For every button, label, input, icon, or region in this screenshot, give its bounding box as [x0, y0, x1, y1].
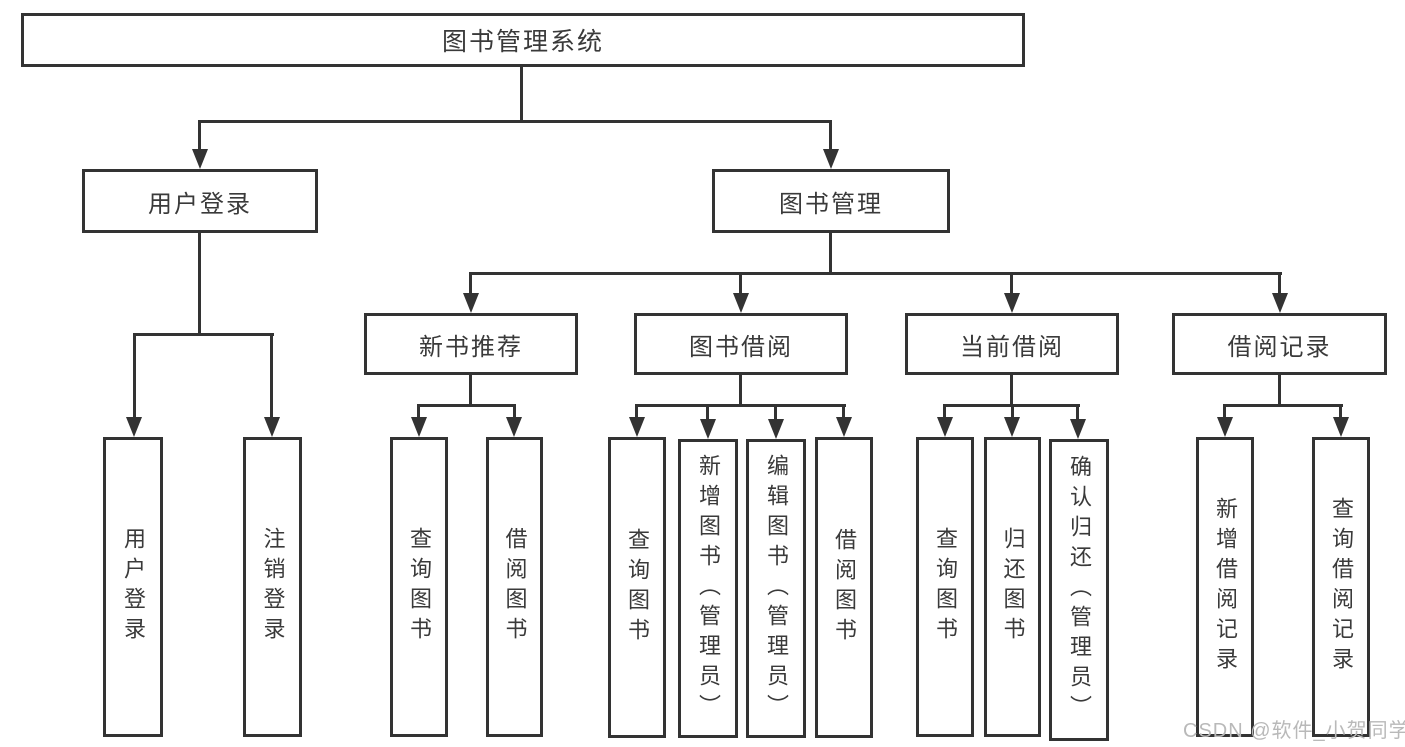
- node-root-label: 图书管理系统: [441, 28, 604, 56]
- arrow-down-icon: [192, 149, 208, 169]
- leaf-borrow-edit-books-admin: 编辑图书（管理员）: [746, 439, 806, 738]
- arrow-down-icon: [264, 417, 280, 437]
- node-book-borrow-label: 图书借阅: [689, 333, 793, 361]
- leaf-newbook-query-books: 查询图书: [390, 437, 448, 737]
- arrow-down-icon: [1217, 417, 1233, 437]
- node-user-login-label: 用户登录: [148, 190, 252, 218]
- connector-line: [198, 120, 832, 123]
- connector-line: [1223, 404, 1343, 407]
- connector-line: [513, 404, 516, 419]
- node-root: 图书管理系统: [21, 13, 1025, 67]
- leaf-current-confirm-return-admin: 确认归还（管理员）: [1049, 439, 1109, 741]
- arrow-down-icon: [768, 419, 784, 439]
- connector-line: [829, 120, 832, 150]
- leaf-user-login: 用户登录: [103, 437, 163, 737]
- watermark: CSDN @软件_小贺同学: [1183, 720, 1405, 742]
- leaf-current-query-books: 查询图书: [916, 437, 974, 737]
- leaf-logout: 注销登录: [243, 437, 302, 737]
- leaf-user-login-label: 用户登录: [121, 527, 146, 647]
- arrow-down-icon: [1272, 293, 1288, 313]
- arrow-down-icon: [463, 293, 479, 313]
- connector-line: [1278, 272, 1281, 295]
- arrow-down-icon: [411, 417, 427, 437]
- node-borrow-records: 借阅记录: [1172, 313, 1387, 375]
- connector-line: [133, 333, 136, 419]
- arrow-down-icon: [506, 417, 522, 437]
- connector-line: [635, 404, 846, 407]
- connector-line: [270, 333, 273, 419]
- connector-line: [1223, 404, 1226, 419]
- node-borrow-records-label: 借阅记录: [1227, 333, 1332, 361]
- node-current-borrow: 当前借阅: [905, 313, 1119, 375]
- arrow-down-icon: [1004, 417, 1020, 437]
- leaf-borrow-add-books-admin-label: 新增图书（管理员）: [696, 453, 721, 724]
- connector-line: [1339, 404, 1342, 419]
- arrow-down-icon: [836, 417, 852, 437]
- leaf-borrow-add-books-admin: 新增图书（管理员）: [678, 439, 738, 738]
- connector-line: [943, 404, 946, 419]
- leaf-current-return-books-label: 归还图书: [1000, 527, 1026, 647]
- connector-line: [635, 404, 638, 419]
- leaf-records-add-record: 新增借阅记录: [1196, 437, 1254, 737]
- leaf-logout-label: 注销登录: [260, 527, 286, 647]
- connector-line: [706, 404, 709, 421]
- connector-line: [133, 333, 274, 336]
- connector-line: [417, 404, 516, 407]
- connector-line: [198, 120, 201, 150]
- leaf-borrow-edit-books-admin-label: 编辑图书（管理员）: [764, 453, 789, 724]
- arrow-down-icon: [629, 417, 645, 437]
- arrow-down-icon: [823, 149, 839, 169]
- leaf-current-return-books: 归还图书: [984, 437, 1041, 737]
- node-book-management-label: 图书管理: [779, 190, 883, 218]
- arrow-down-icon: [126, 417, 142, 437]
- leaf-records-add-record-label: 新增借阅记录: [1213, 497, 1238, 677]
- connector-line: [469, 272, 1282, 275]
- node-new-book-recommend-label: 新书推荐: [419, 333, 523, 361]
- node-book-management: 图书管理: [712, 169, 950, 233]
- connector-line: [1076, 404, 1079, 421]
- connector-line: [842, 404, 845, 419]
- leaf-current-confirm-return-admin-label: 确认归还（管理员）: [1067, 455, 1092, 725]
- connector-line: [198, 233, 201, 335]
- node-book-borrow: 图书借阅: [634, 313, 848, 375]
- node-user-login: 用户登录: [82, 169, 318, 233]
- node-current-borrow-label: 当前借阅: [960, 333, 1064, 361]
- arrow-down-icon: [700, 419, 716, 439]
- connector-line: [520, 67, 523, 123]
- leaf-current-query-books-label: 查询图书: [933, 527, 958, 647]
- leaf-borrow-borrow-books-label: 借阅图书: [832, 527, 857, 648]
- connector-line: [1010, 272, 1013, 295]
- connector-line: [469, 375, 472, 406]
- leaf-records-query-record: 查询借阅记录: [1312, 437, 1370, 737]
- connector-line: [417, 404, 420, 419]
- leaf-newbook-borrow-books-label: 借阅图书: [502, 527, 528, 647]
- leaf-records-query-record-label: 查询借阅记录: [1329, 497, 1354, 677]
- arrow-down-icon: [733, 293, 749, 313]
- arrow-down-icon: [1070, 419, 1086, 439]
- leaf-borrow-borrow-books: 借阅图书: [815, 437, 873, 738]
- leaf-borrow-query-books-label: 查询图书: [625, 527, 650, 648]
- leaf-newbook-query-books-label: 查询图书: [407, 527, 432, 647]
- connector-line: [774, 404, 777, 421]
- connector-line: [739, 375, 742, 406]
- leaf-newbook-borrow-books: 借阅图书: [486, 437, 543, 737]
- node-new-book-recommend: 新书推荐: [364, 313, 578, 375]
- connector-line: [739, 272, 742, 295]
- connector-line: [469, 272, 472, 295]
- connector-line: [1010, 375, 1013, 406]
- connector-line: [1011, 404, 1014, 419]
- leaf-borrow-query-books: 查询图书: [608, 437, 666, 738]
- connector-line: [829, 233, 832, 275]
- arrow-down-icon: [937, 417, 953, 437]
- connector-line: [1278, 375, 1281, 406]
- arrow-down-icon: [1333, 417, 1349, 437]
- arrow-down-icon: [1004, 293, 1020, 313]
